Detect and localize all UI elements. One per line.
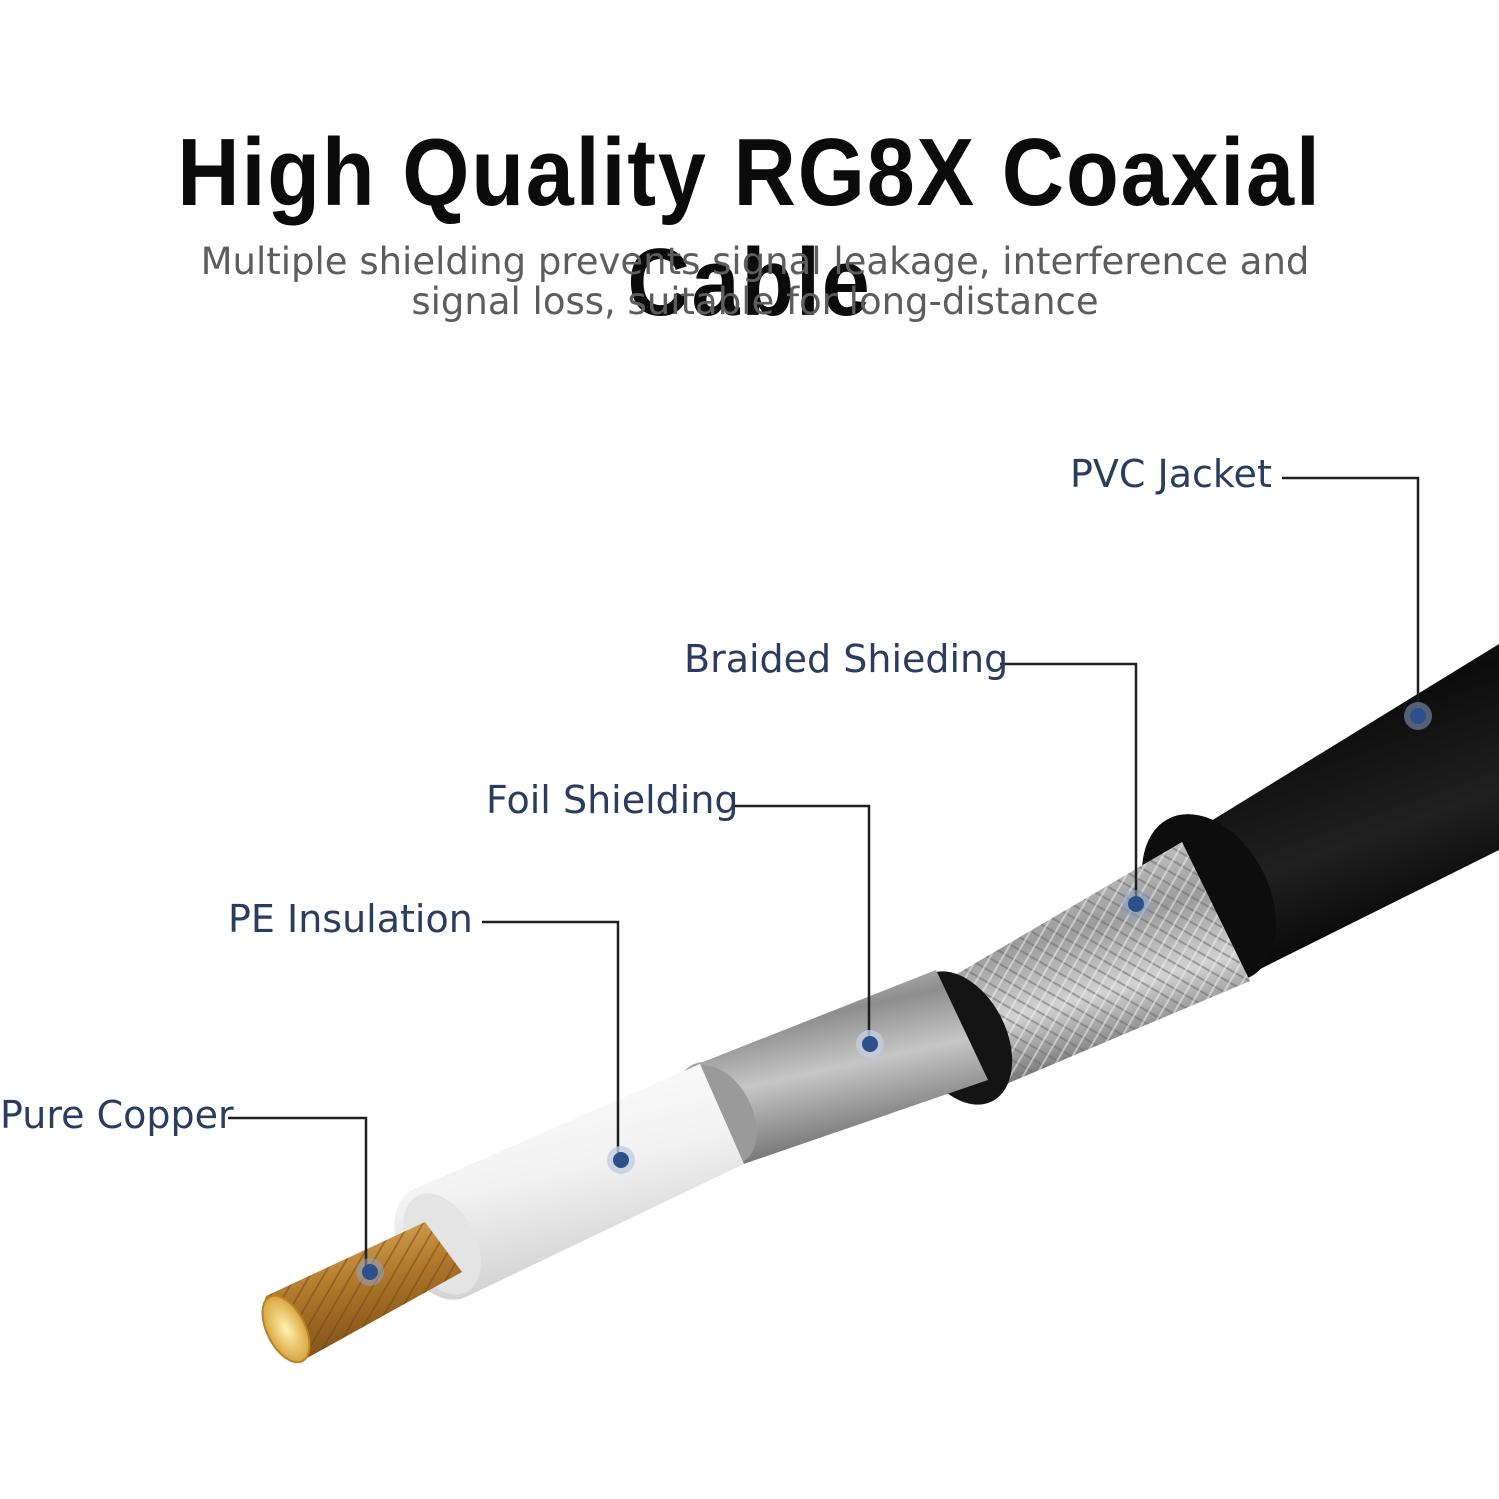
foil-shielding-marker: [856, 1030, 884, 1058]
braided-shielding-leader: [1000, 662, 1138, 904]
pe-insulation-marker: [607, 1146, 635, 1174]
markers: [356, 702, 1432, 1286]
pure-copper-marker: [356, 1258, 384, 1286]
foil-shielding-leader: [734, 804, 871, 1044]
pure-copper-leader: [228, 1116, 368, 1272]
label-pure-copper: Pure Copper: [0, 1093, 234, 1137]
copper-conductor-end: [261, 1294, 311, 1364]
pvc-jacket-marker: [1404, 702, 1432, 730]
page-title: High Quality RG8X Coaxial Cable: [177, 119, 1322, 336]
braided-shielding-marker: [1122, 890, 1150, 918]
page-subtitle: Multiple shielding prevents signal leaka…: [200, 240, 1310, 323]
label-pvc-jacket: PVC Jacket: [1070, 452, 1272, 496]
label-pe-insulation: PE Insulation: [228, 897, 473, 941]
label-foil-shielding: Foil Shielding: [486, 778, 739, 822]
label-braided-shielding: Braided Shieding: [684, 637, 1009, 681]
pvc-jacket-leader: [1282, 476, 1420, 716]
leader-lines: [228, 476, 1420, 1272]
pe-insulation-leader: [482, 920, 620, 1160]
pe-insulation-shape: [394, 1064, 744, 1300]
cable-illustration: [261, 644, 1499, 1364]
